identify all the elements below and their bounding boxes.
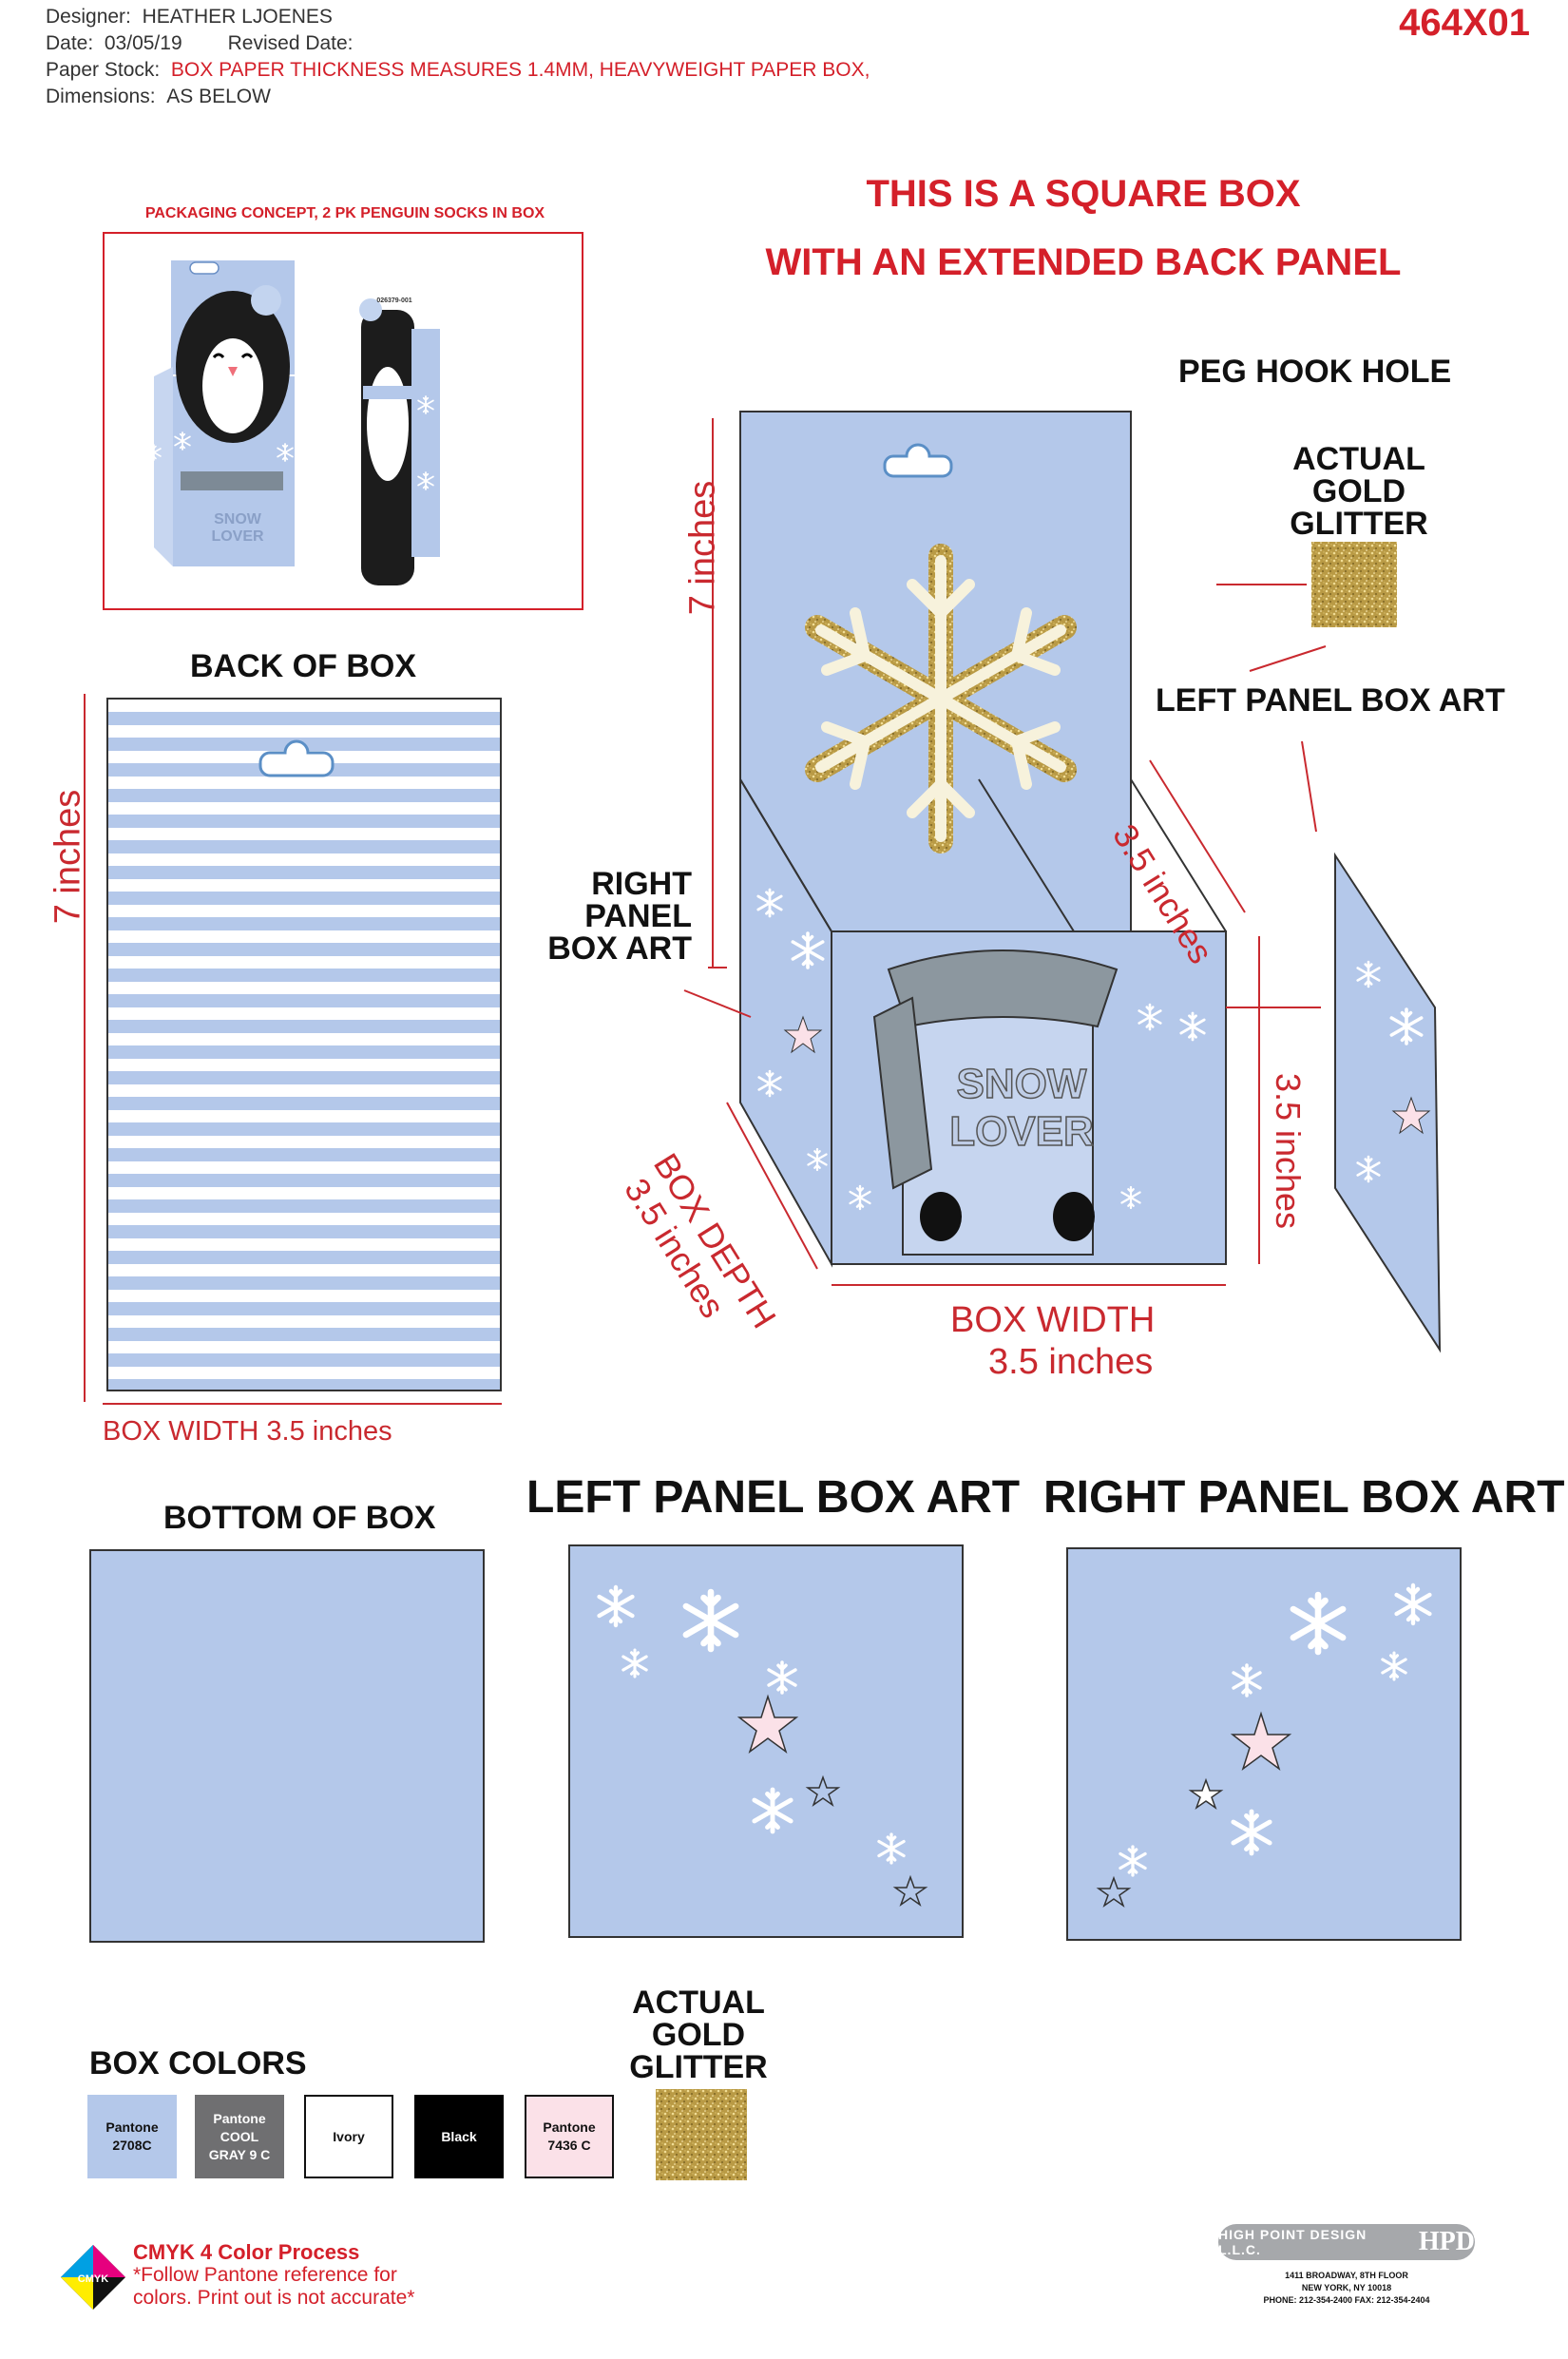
right-label-line3: BOX ART [547, 930, 692, 967]
company-address: 1411 BROADWAY, 8TH FLOOR NEW YORK, NY 10… [1209, 2270, 1484, 2307]
paper-line: Paper Stock: BOX PAPER THICKNESS MEASURE… [46, 57, 870, 84]
address-line2: NEW YORK, NY 10018 [1301, 2283, 1392, 2292]
cmyk-process: CMYK 4 Color Process [133, 2240, 360, 2264]
cmyk-note-line1: *Follow Pantone reference for [133, 2264, 397, 2286]
concept-text-lover: LOVER [211, 528, 264, 545]
swatch-pantone-7436c: Pantone 7436 C [525, 2095, 614, 2178]
left-panel-art-title: LEFT PANEL BOX ART [526, 1472, 1021, 1523]
front-text-lover: LOVER [949, 1108, 1094, 1155]
star-icon [736, 1694, 799, 1754]
front-text-snow: SNOW [957, 1061, 1087, 1107]
star-outline-icon [805, 1774, 841, 1807]
back-of-box-title: BACK OF BOX [190, 648, 416, 684]
cmyk-note: CMYK 4 Color Process *Follow Pantone ref… [133, 2241, 414, 2310]
glitter-bottom-line3: GLITTER [629, 2049, 768, 2085]
company-name: HIGH POINT DESIGN L.L.C. [1218, 2227, 1367, 2257]
dimensions-value: AS BELOW [166, 86, 271, 107]
bottom-of-box-title: BOTTOM OF BOX [163, 1500, 436, 1536]
right-label-line2: PANEL [584, 898, 692, 934]
designer-line: Designer: HEATHER LJOENES [46, 4, 870, 30]
designer-value: HEATHER LJOENES [142, 6, 333, 28]
date-label: Date: [46, 32, 94, 54]
cmyk-note-line2: colors. Print out is not accurate* [133, 2287, 415, 2309]
dimensions-label: Dimensions: [46, 86, 156, 107]
star-icon [1230, 1711, 1292, 1771]
swatch-gold-glitter [656, 2089, 747, 2180]
star-icon [783, 1015, 823, 1054]
concept-sku: 026379-001 [376, 297, 411, 304]
box-width-label-line2: 3.5 inches [988, 1342, 1154, 1382]
concept-frame: SNOW LOVER 026379-001 [103, 232, 583, 610]
swatch-pantone-2708c: Pantone 2708C [87, 2095, 177, 2178]
actual-gold-glitter-label-top: ACTUAL GOLD GLITTER [1273, 443, 1444, 540]
right-panel-art [1066, 1547, 1462, 1941]
date-value: 03/05/19 [104, 32, 182, 54]
cmyk-logo-icon: CMYK [61, 2245, 125, 2310]
concept-title: PACKAGING CONCEPT, 2 PK PENGUIN SOCKS IN… [144, 205, 545, 221]
star-outline-icon [1096, 1875, 1132, 1908]
back-stripes [108, 700, 500, 1390]
concept-illustration: SNOW LOVER 026379-001 [122, 260, 440, 585]
star-outline-icon [1188, 1777, 1224, 1810]
peg-hook-hole-label: PEG HOOK HOLE [1178, 354, 1452, 390]
headline-line1: THIS IS A SQUARE BOX [866, 173, 1301, 215]
front-height-3-5in-label: 3.5 inches [1269, 1072, 1308, 1230]
box-3d-diagram: SNOW LOVER [683, 411, 1442, 1353]
front-height-7in-label: 7 inches [682, 480, 723, 616]
glitter-bottom-line2: GOLD [651, 2017, 746, 2053]
sweater-illustration: SNOW LOVER [872, 949, 1119, 1256]
dimensions-line: Dimensions: AS BELOW [46, 84, 870, 110]
date-line: Date: 03/05/19 Revised Date: [46, 30, 870, 57]
header-block: Designer: HEATHER LJOENES Date: 03/05/19… [46, 4, 870, 110]
gold-glitter-snowflake-icon [805, 544, 1077, 853]
glitter-bottom-line1: ACTUAL [632, 1985, 765, 2021]
back-height-dimension-line [84, 694, 86, 1402]
paper-value: BOX PAPER THICKNESS MEASURES 1.4MM, HEAV… [170, 59, 870, 81]
right-label-line1: RIGHT [591, 866, 692, 902]
glitter-line2: GOLD [1311, 473, 1406, 509]
actual-gold-glitter-label-bottom: ACTUAL GOLD GLITTER [608, 1986, 789, 2083]
bottom-of-box-panel [89, 1549, 485, 1943]
peg-hook-icon [883, 443, 953, 478]
detached-left-panel [1334, 852, 1442, 1353]
back-width-label: BOX WIDTH 3.5 inches [103, 1416, 392, 1447]
box-width-label-line1: BOX WIDTH [950, 1300, 1156, 1340]
designer-label: Designer: [46, 6, 131, 28]
peg-hook-hole-icon [258, 739, 335, 777]
swatch-ivory: Ivory [304, 2095, 393, 2178]
glitter-line1: ACTUAL [1292, 441, 1425, 477]
phone-line: PHONE: 212-354-2400 FAX: 212-354-2404 [1263, 2295, 1430, 2305]
dimension-lines [683, 418, 1327, 1286]
item-code: 464X01 [1399, 2, 1530, 44]
back-of-box-panel [106, 698, 502, 1391]
star-outline-icon [892, 1874, 928, 1907]
right-panel-art-title: RIGHT PANEL BOX ART [1043, 1472, 1565, 1523]
back-height-label: 7 inches [48, 789, 88, 925]
back-width-dimension-line [103, 1403, 502, 1405]
gold-glitter-swatch [1311, 542, 1397, 627]
cmyk-letters: CMYK [78, 2273, 108, 2285]
left-panel-art [568, 1544, 964, 1938]
hpd-logo: HIGH POINT DESIGN L.L.C. HPD [1218, 2224, 1475, 2260]
box-colors-title: BOX COLORS [89, 2045, 307, 2081]
headline-line2: WITH AN EXTENDED BACK PANEL [765, 241, 1402, 283]
glitter-line3: GLITTER [1290, 506, 1428, 542]
left-panel-art-label-top: LEFT PANEL BOX ART [1156, 682, 1505, 719]
right-panel-art-label: RIGHT PANEL BOX ART [530, 868, 692, 965]
revised-date-label: Revised Date: [227, 32, 354, 54]
address-line1: 1411 BROADWAY, 8TH FLOOR [1285, 2271, 1408, 2280]
concept-text-snow: SNOW [214, 511, 262, 527]
swatch-cool-gray-9c: Pantone COOL GRAY 9 C [195, 2095, 284, 2178]
swatch-black: Black [414, 2095, 504, 2178]
paper-label: Paper Stock: [46, 59, 161, 81]
company-logo-text: HPD [1418, 2227, 1475, 2256]
